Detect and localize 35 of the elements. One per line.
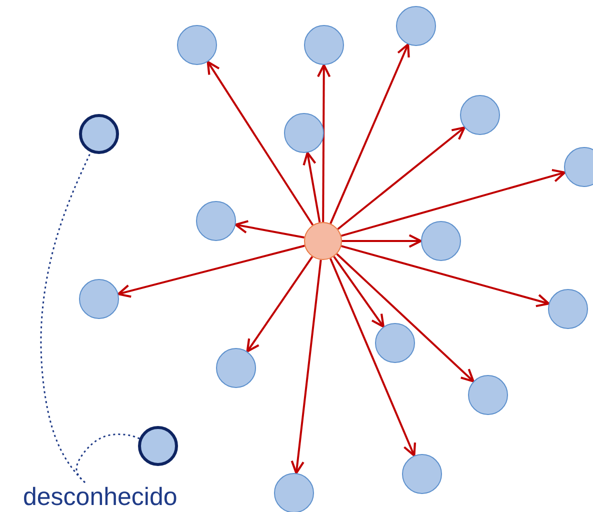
node-circle (396, 6, 436, 46)
arrow (337, 126, 466, 230)
arrow (341, 168, 566, 237)
arrow (330, 258, 416, 457)
arrow (341, 245, 550, 308)
node-circle (274, 473, 314, 512)
node-circle (468, 375, 508, 415)
node-circle (216, 348, 256, 388)
arrow (206, 60, 314, 226)
node-circle (402, 454, 442, 494)
arrow (290, 260, 322, 474)
arrow (246, 256, 314, 353)
hub-circle (304, 222, 342, 260)
node-circle (460, 95, 500, 135)
leader-line (76, 434, 140, 484)
node-circle (196, 201, 236, 241)
node-circle (79, 114, 119, 154)
node-circle (421, 221, 461, 261)
node-label: desconhecido (23, 484, 178, 510)
arrow (316, 64, 331, 222)
node-circle (177, 25, 217, 65)
arrow (302, 152, 321, 222)
node-circle (138, 426, 178, 466)
node-circle (375, 323, 415, 363)
node-circle (564, 147, 593, 187)
node-circle (79, 279, 119, 319)
node-circle (548, 289, 588, 329)
node-circle (304, 25, 344, 65)
arrow (330, 43, 410, 224)
node-circle (284, 113, 324, 153)
arrow (336, 253, 474, 382)
arrow (117, 244, 305, 298)
arrow (333, 256, 385, 328)
arrow (234, 220, 304, 238)
arrow (342, 234, 422, 248)
